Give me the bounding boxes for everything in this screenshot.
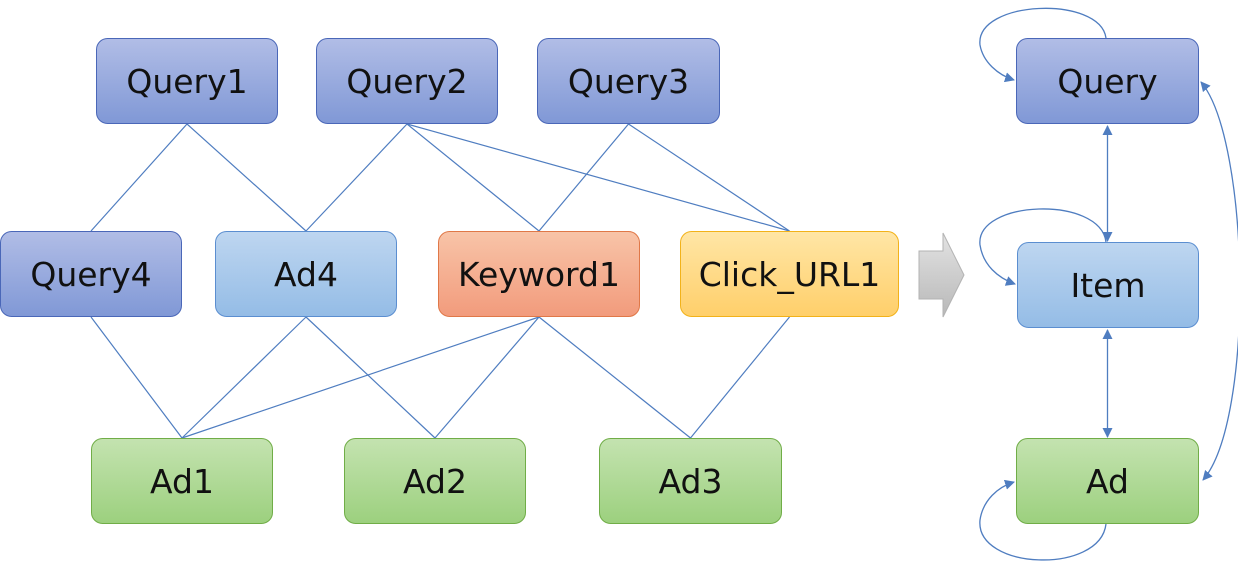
node-keyword1: Keyword1 bbox=[438, 231, 640, 317]
node-query2: Query2 bbox=[316, 38, 498, 124]
edge-query3-keyword1 bbox=[538, 123, 629, 232]
node-box bbox=[96, 38, 278, 124]
node-label: Ad3 bbox=[659, 462, 723, 501]
edge-ad4-ad2 bbox=[305, 316, 436, 439]
node-item: Item bbox=[1017, 242, 1199, 328]
transition-arrow-icon bbox=[918, 232, 965, 318]
node-query3: Query3 bbox=[537, 38, 720, 124]
node-ad3: Ad3 bbox=[599, 438, 782, 524]
edge-query2-click_url1 bbox=[406, 123, 790, 232]
edge-query1-ad4 bbox=[186, 123, 307, 232]
node-label: Query2 bbox=[346, 62, 467, 101]
node-query: Query bbox=[1016, 38, 1199, 124]
node-box bbox=[599, 438, 782, 524]
edge-keyword1-ad3 bbox=[538, 316, 691, 439]
edge-keyword1-ad1 bbox=[181, 316, 540, 439]
node-label: Item bbox=[1070, 266, 1145, 305]
edge-query2-ad4 bbox=[305, 123, 408, 232]
node-label: Ad1 bbox=[150, 462, 214, 501]
node-label: Keyword1 bbox=[458, 255, 620, 294]
node-box bbox=[438, 231, 640, 317]
edge-query3-click_url1 bbox=[628, 123, 790, 232]
self-loop-ad bbox=[979, 479, 1107, 561]
edge-keyword1-ad2 bbox=[434, 316, 540, 439]
self-loop-query bbox=[979, 7, 1107, 83]
self-loop-item bbox=[979, 208, 1107, 286]
node-label: Query4 bbox=[30, 255, 151, 294]
node-label: Click_URL1 bbox=[699, 255, 881, 294]
schema-edges bbox=[979, 7, 1238, 561]
node-query4: Query4 bbox=[0, 231, 182, 317]
edge-query1-query4 bbox=[90, 123, 188, 232]
schema-edge-query-ad bbox=[1200, 81, 1238, 481]
node-label: Ad2 bbox=[403, 462, 467, 501]
edge-click_url1-ad3 bbox=[690, 316, 790, 439]
node-box bbox=[91, 438, 273, 524]
node-ad2: Ad2 bbox=[344, 438, 526, 524]
node-ad: Ad bbox=[1016, 438, 1199, 524]
node-box bbox=[0, 231, 182, 317]
node-label: Ad4 bbox=[274, 255, 338, 294]
node-box bbox=[1017, 242, 1199, 328]
node-box bbox=[215, 231, 397, 317]
graph-edges bbox=[90, 123, 790, 439]
node-query1: Query1 bbox=[96, 38, 278, 124]
edge-query4-ad1 bbox=[90, 316, 183, 439]
node-box bbox=[316, 38, 498, 124]
node-label: Query bbox=[1057, 62, 1157, 101]
edge-query2-keyword1 bbox=[406, 123, 540, 232]
node-box bbox=[344, 438, 526, 524]
edge-ad4-ad1 bbox=[181, 316, 307, 439]
node-box bbox=[1016, 38, 1199, 124]
node-label: Query3 bbox=[568, 62, 689, 101]
node-ad1: Ad1 bbox=[91, 438, 273, 524]
node-ad4: Ad4 bbox=[215, 231, 397, 317]
node-label: Query1 bbox=[126, 62, 247, 101]
node-label: Ad bbox=[1086, 462, 1129, 501]
node-click-url1: Click_URL1 bbox=[680, 231, 899, 317]
node-box bbox=[1016, 438, 1199, 524]
node-box bbox=[537, 38, 720, 124]
node-box bbox=[680, 231, 899, 317]
